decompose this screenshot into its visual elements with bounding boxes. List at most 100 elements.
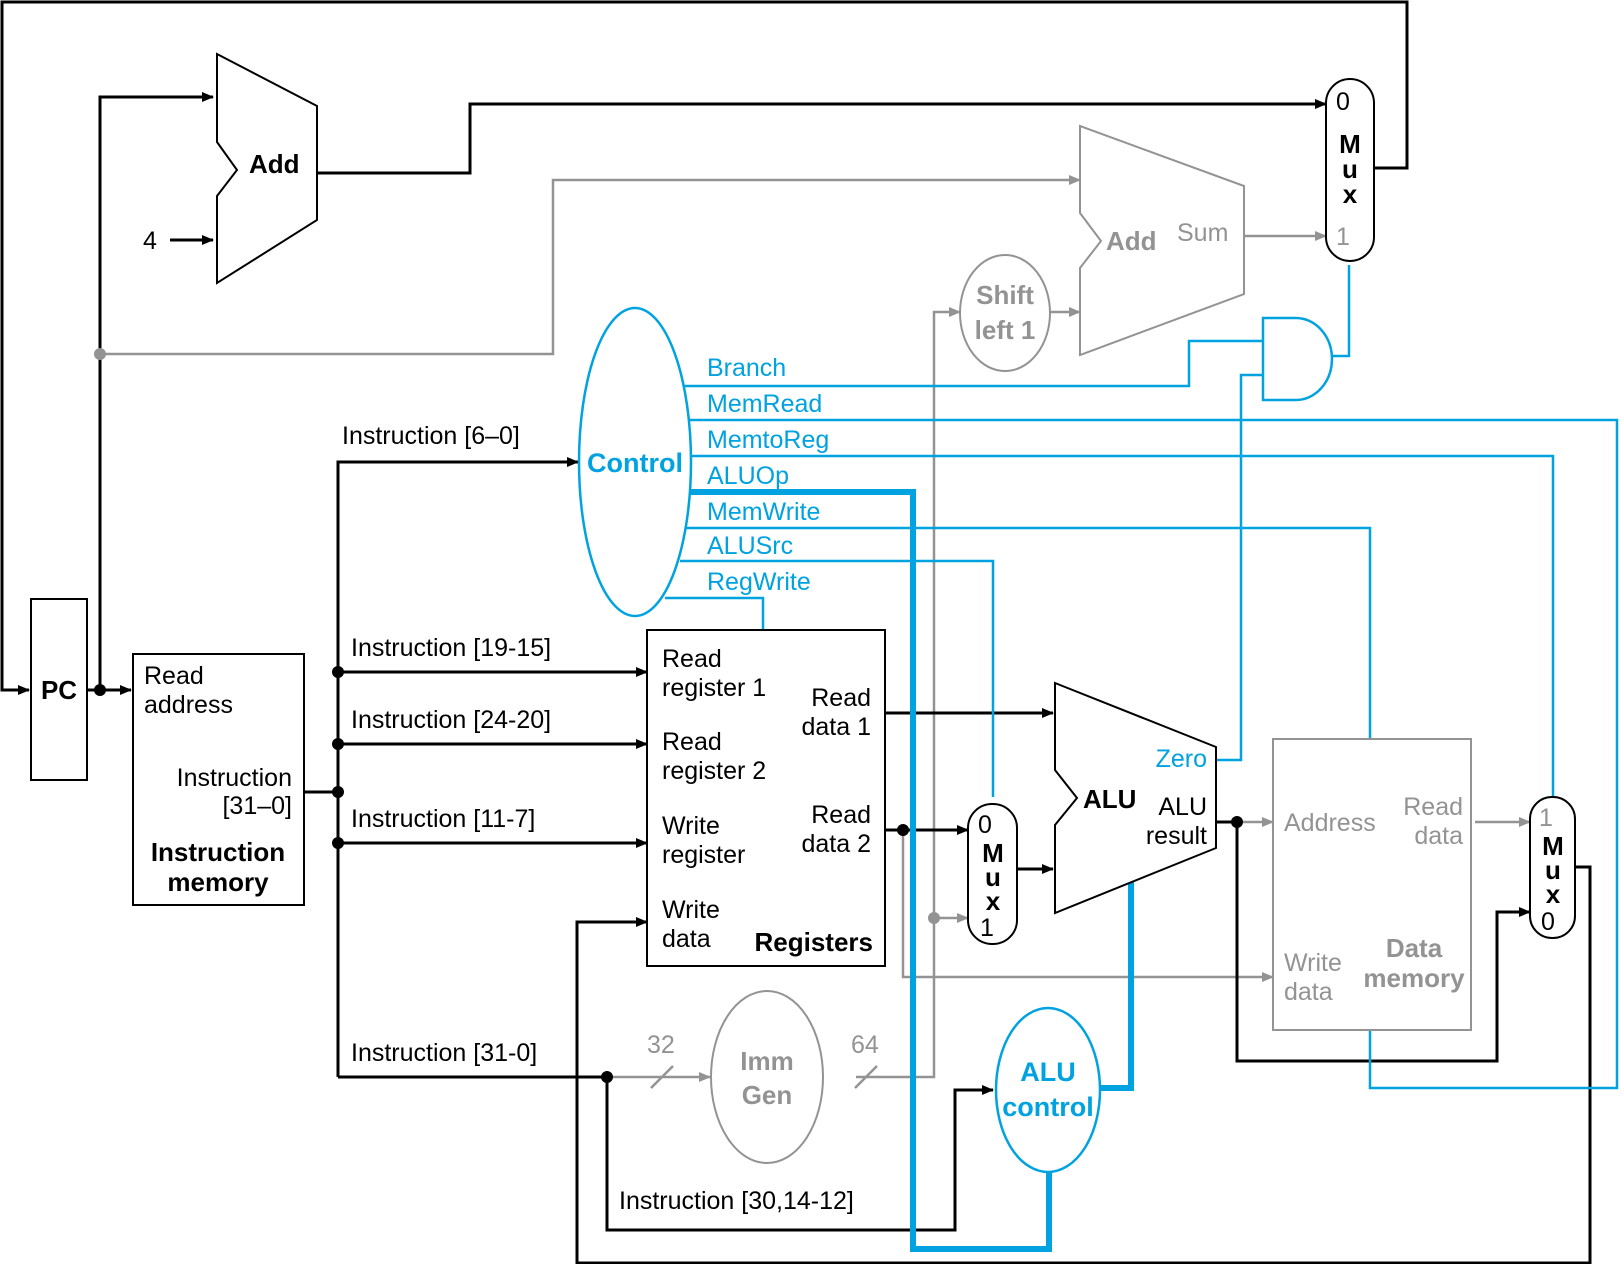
dmem-title-line1: Data [1386, 933, 1443, 963]
funct-to-alucontrol-wire [605, 1077, 994, 1232]
data-memory: Address Read data Write data Data memory [1272, 738, 1472, 1031]
pc-mux-to-pc-wire [0, 0, 1409, 695]
memtoreg-signal-wire [686, 454, 1555, 797]
imm-gen-ellipse [710, 990, 824, 1164]
register-file: Read register 1 Read register 2 Write re… [646, 629, 886, 967]
branch-signal-wire [684, 339, 1263, 388]
rf-read-register-1-line2: register 1 [662, 674, 766, 702]
signal-regwrite: RegWrite [707, 568, 811, 596]
signal-aluop: ALUOp [707, 462, 789, 490]
memtoreg-mux-label-m: M [1542, 831, 1564, 861]
dmem-write-data-line2: data [1284, 978, 1333, 1006]
rf-read-register-1-line1: Read [662, 645, 722, 673]
imem-read-address-line1: Read [144, 662, 204, 690]
rf-read-data-2-line2: data 2 [801, 830, 871, 858]
junction-rs2 [332, 738, 344, 750]
constant-four-label: 4 [143, 227, 157, 255]
imem-read-address-line2: address [144, 691, 233, 719]
dmem-write-data-line1: Write [1284, 949, 1342, 977]
junction-rs1 [332, 666, 344, 678]
shift-left-line1: Shift [976, 280, 1034, 310]
signal-memtoreg: MemtoReg [707, 426, 829, 454]
bus-width-32-slash [650, 1065, 674, 1089]
alucontrol-to-alu-wire [1100, 874, 1134, 1091]
instr-rs2-label: Instruction [24-20] [351, 706, 551, 734]
junction-instr-out [332, 786, 344, 798]
signal-branch: Branch [707, 354, 786, 382]
junction-pc-out [94, 684, 106, 696]
pc-mux-input-0: 0 [1336, 88, 1350, 116]
imm-gen: Imm Gen 32 64 [647, 990, 879, 1164]
rf-read-register-2-line1: Read [662, 728, 722, 756]
imm-gen-line2: Gen [742, 1080, 793, 1110]
branch-adder-sum-label: Sum [1177, 219, 1228, 247]
control-label: Control [587, 448, 683, 478]
alu-result-line1: ALU [1158, 793, 1207, 821]
alu-shape [1054, 681, 1217, 915]
signal-memread: MemRead [707, 390, 822, 418]
adder-to-pc-mux-wire [317, 99, 1327, 175]
pc-adder-shape [216, 52, 318, 285]
pc-mux-label-u: u [1342, 154, 1358, 184]
imm-gen-input-width: 32 [647, 1031, 675, 1059]
rf-write-register-line2: register [662, 841, 745, 869]
pc-box [30, 598, 88, 781]
pc-label: PC [41, 675, 77, 705]
dmem-title-line2: memory [1363, 963, 1465, 993]
memtoreg-mux-shape [1529, 796, 1576, 939]
pc-mux-label-x: x [1343, 179, 1358, 209]
alusrc-mux-input-1: 1 [980, 914, 994, 942]
junction-imm-funct [601, 1071, 613, 1083]
instruction-memory: Read address Instruction [31–0] Instruct… [132, 653, 305, 906]
alusrc-mux-label-m: M [982, 838, 1004, 868]
alu: ALU Zero ALU result [1054, 681, 1217, 915]
branch-adder-shape [1079, 124, 1245, 357]
shift-left-unit: Shift left 1 [959, 254, 1051, 372]
instr-rs1-label: Instruction [19-15] [351, 634, 551, 662]
pc-mux-input-1: 1 [1336, 223, 1350, 251]
zero-to-and-wire [1216, 373, 1263, 762]
rf-read-data-1-line2: data 1 [801, 713, 871, 741]
alusrc-mux-input-0: 0 [978, 811, 992, 839]
imem-title-line1: Instruction [151, 837, 285, 867]
pc-adder: Add 4 [143, 52, 318, 285]
memtoreg-mux-input-0: 0 [1541, 908, 1555, 936]
imem-title-line2: memory [167, 867, 269, 897]
rf-title: Registers [755, 927, 874, 957]
dmem-read-data-line2: data [1414, 822, 1463, 850]
alu-result-line2: result [1146, 822, 1207, 850]
imem-instruction-line2: [31–0] [222, 792, 292, 820]
rf-read-register-2-line2: register 2 [662, 757, 766, 785]
junction-readdata2 [897, 824, 909, 836]
alu-zero-label: Zero [1156, 745, 1207, 773]
branch-adder: Add Sum [1079, 124, 1245, 357]
alu-control-line1: ALU [1020, 1057, 1076, 1087]
pc-adder-label: Add [249, 149, 300, 179]
pc-mux: 0 M u x 1 [1325, 78, 1375, 262]
pc-mux-label-m: M [1339, 129, 1361, 159]
pc-mux-shape [1325, 78, 1375, 262]
bus-width-64-slash [854, 1065, 878, 1089]
regwrite-signal-wire [665, 596, 765, 630]
control-ellipse [577, 306, 693, 618]
signal-alusrc: ALUSrc [707, 532, 793, 560]
instruction-memory-box [132, 653, 305, 906]
junction-dots [94, 348, 1243, 1083]
inactive-wires [100, 175, 1531, 1089]
alu-control-ellipse [994, 1006, 1102, 1174]
writeback-wire [575, 865, 1592, 1264]
instr-opcode-label: Instruction [6–0] [342, 422, 520, 450]
readdata2-to-writedata-wire [901, 830, 1274, 982]
pc-to-adder-wire [98, 92, 214, 690]
junction-pc-branch [94, 348, 106, 360]
memwrite-signal-wire [686, 526, 1372, 739]
imm-to-shift-wire [856, 307, 961, 1079]
alusrc-mux-shape [967, 803, 1018, 945]
dmem-address-label: Address [1284, 809, 1376, 837]
junction-imm-mux [928, 912, 940, 924]
alusrc-mux-label-u: u [985, 862, 1001, 892]
rf-write-data-line1: Write [662, 896, 720, 924]
signal-memwrite: MemWrite [707, 498, 820, 526]
aluop-signal-wire [688, 489, 1052, 1252]
imem-instruction-line1: Instruction [177, 764, 292, 792]
